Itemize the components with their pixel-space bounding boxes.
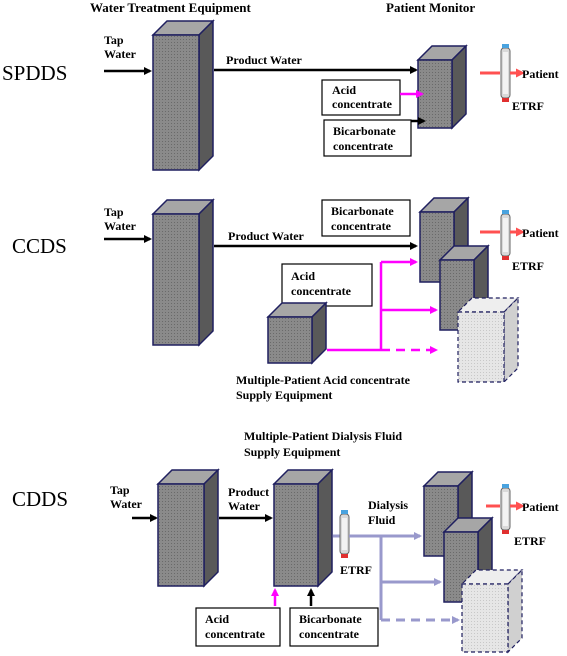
svg-text:Acid: Acid	[291, 269, 315, 283]
section-label-cdds: CDDS	[12, 487, 68, 511]
spdds-water-treatment-unit	[151, 19, 215, 172]
ccds-supply-equipment-label: Multiple-Patient Acid concentrate	[236, 373, 411, 387]
cdds-product-water-label: Product	[228, 485, 269, 499]
svg-text:concentrate: concentrate	[332, 97, 393, 111]
ccds-product-water-label: Product Water	[228, 229, 305, 243]
ccds-acid-concentrate-box: Acid concentrate	[281, 263, 373, 307]
ccds-etrf-label: ETRF	[512, 259, 544, 273]
svg-text:concentrate: concentrate	[333, 139, 394, 153]
ccds-supply-equipment-label-2: Supply Equipment	[236, 388, 332, 402]
ccds-acid-supply-unit	[266, 301, 328, 365]
section-label-spdds: SPDDS	[2, 61, 67, 85]
svg-text:concentrate: concentrate	[331, 219, 392, 233]
cdds-title-label-2: Supply Equipment	[244, 445, 340, 459]
ccds-tap-water-label: Tap	[104, 205, 124, 219]
cdds-etrf-filter-icon-right	[500, 484, 511, 534]
svg-text:concentrate: concentrate	[299, 627, 360, 641]
spdds-product-water-label: Product Water	[226, 53, 303, 67]
ccds-tap-water-label-2: Water	[104, 219, 137, 233]
cdds-title-label: Multiple-Patient Dialysis Fluid	[244, 429, 402, 443]
cdds-tap-water-label: Tap	[110, 483, 130, 497]
svg-text:Bicarbonate: Bicarbonate	[331, 204, 394, 218]
cdds-dialysis-fluid-supply-unit	[272, 468, 334, 588]
ccds-patient-label: Patient	[522, 226, 559, 240]
cdds-product-water-label-2: Water	[228, 499, 261, 513]
ccds-water-treatment-unit	[151, 198, 215, 347]
spdds-etrf-label: ETRF	[512, 99, 544, 113]
cdds-patient-monitor-unit-ghost	[460, 568, 524, 654]
svg-text:Acid: Acid	[205, 612, 229, 626]
ccds-acid-distribution-lines	[327, 258, 438, 354]
svg-text:Acid: Acid	[332, 83, 356, 97]
cdds-water-treatment-unit	[156, 468, 220, 588]
cdds-bicarbonate-concentrate-box: Bicarbonate concentrate	[289, 607, 379, 647]
cdds-acid-concentrate-box: Acid concentrate	[195, 607, 281, 647]
cdds-dialysis-fluid-distribution-lines	[349, 532, 460, 624]
cdds-tap-water-label-2: Water	[110, 497, 143, 511]
svg-text:concentrate: concentrate	[291, 284, 352, 298]
header-patient-monitor: Patient Monitor	[386, 0, 475, 15]
spdds-patient-label: Patient	[522, 67, 559, 81]
spdds-tap-water-label: Tap	[104, 33, 124, 47]
spdds-acid-concentrate-box: Acid concentrate	[321, 79, 401, 116]
cdds-dialysis-fluid-label-2: Fluid	[368, 513, 396, 527]
spdds-etrf-filter-icon	[500, 44, 511, 102]
ccds-etrf-filter-icon	[500, 210, 511, 260]
cdds-dialysis-fluid-label: Dialysis	[368, 498, 408, 512]
spdds-bicarbonate-concentrate-box: Bicarbonate concentrate	[323, 119, 412, 157]
svg-text:Bicarbonate: Bicarbonate	[333, 124, 396, 138]
ccds-patient-monitor-unit-ghost	[456, 296, 520, 384]
ccds-bicarbonate-concentrate-box: Bicarbonate concentrate	[321, 199, 411, 237]
cdds-etrf-filter-icon-left	[339, 510, 350, 558]
header-water-treatment: Water Treatment Equipment	[90, 0, 251, 15]
cdds-patient-label: Patient	[522, 500, 559, 514]
cdds-etrf-left-label: ETRF	[340, 563, 372, 577]
spdds-patient-monitor-unit	[416, 44, 468, 130]
section-label-ccds: CCDS	[12, 234, 67, 258]
cdds-etrf-right-label: ETRF	[514, 534, 546, 548]
spdds-tap-water-label-2: Water	[104, 47, 137, 61]
svg-text:Bicarbonate: Bicarbonate	[299, 612, 362, 626]
svg-text:concentrate: concentrate	[205, 627, 266, 641]
